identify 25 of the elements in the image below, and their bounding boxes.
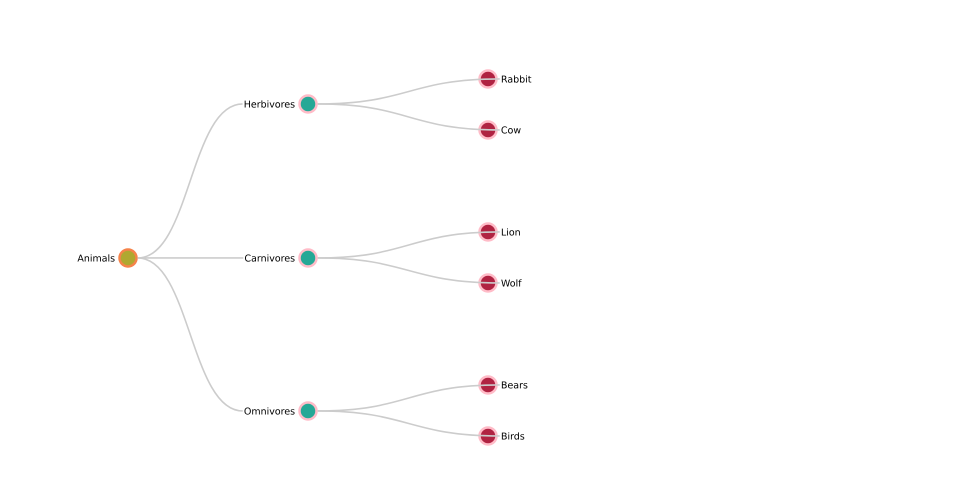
node-label: Herbivores bbox=[244, 100, 295, 108]
tree-node: Cow bbox=[478, 120, 521, 140]
node-label: Rabbit bbox=[502, 75, 532, 83]
tree-node: Animals bbox=[77, 248, 138, 268]
connector-line bbox=[318, 410, 500, 437]
node-label: Omnivores bbox=[244, 407, 295, 415]
connector-line bbox=[318, 257, 500, 284]
node-label: Animals bbox=[77, 254, 115, 262]
node-label: Wolf bbox=[501, 279, 522, 287]
tree-node: Omnivores bbox=[244, 401, 318, 421]
connector-line bbox=[138, 257, 243, 412]
tree-node: Herbivores bbox=[244, 94, 318, 114]
tree-node: Bears bbox=[478, 375, 528, 395]
node-label: Carnivores bbox=[245, 254, 295, 262]
connector-line bbox=[318, 103, 500, 131]
node-label: Birds bbox=[502, 432, 524, 440]
tree-node: Lion bbox=[478, 222, 520, 242]
tree-node: Rabbit bbox=[478, 69, 532, 89]
node-label: Cow bbox=[501, 126, 521, 134]
tree-node: Carnivores bbox=[245, 248, 318, 268]
node-label: Bears bbox=[502, 381, 528, 389]
connector-line bbox=[138, 257, 244, 259]
tree-node: Wolf bbox=[478, 273, 522, 293]
node-label: Lion bbox=[502, 228, 520, 236]
tree-node: Birds bbox=[478, 426, 524, 446]
